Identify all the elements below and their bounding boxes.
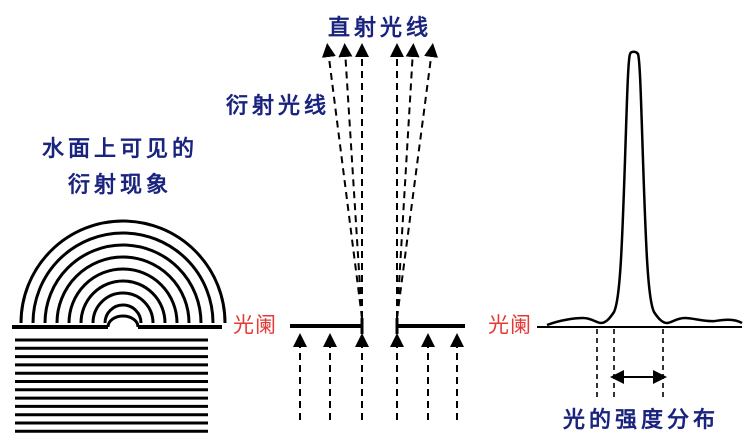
wavefront-arc	[19, 219, 227, 324]
diffracted-ray	[396, 43, 420, 319]
incident-plane-waves	[15, 338, 208, 433]
aperture-label-right: 光阑	[488, 313, 532, 337]
wavefront-arc	[31, 231, 215, 324]
diffracted-wavefronts	[19, 219, 227, 324]
direct-rays-label: 直射光线	[328, 16, 433, 41]
aperture-rays-panel	[290, 43, 465, 420]
diffracted-ray	[321, 43, 363, 319]
diffracted-ray	[396, 43, 439, 319]
diffracted-rays-label: 衍射光线	[226, 94, 331, 119]
wavefront-arc	[79, 279, 167, 324]
wavefront-arc	[103, 303, 143, 324]
water-diffraction-label-line1: 水面上可见的	[42, 137, 199, 162]
wavefront-arc	[43, 243, 203, 324]
intensity-distribution-label: 光的强度分布	[563, 408, 720, 433]
water-diffraction-label-line2: 衍射现象	[68, 173, 173, 198]
intensity-curve	[546, 50, 743, 327]
diffracted-ray	[338, 43, 363, 319]
water-slit-arc	[106, 314, 140, 328]
wavefront-arc	[55, 255, 191, 324]
water-diffraction-panel	[12, 219, 227, 433]
intensity-panel	[537, 50, 743, 398]
wavefront-arc	[67, 267, 179, 324]
aperture-label-middle: 光阑	[233, 313, 277, 337]
wavefront-arc	[91, 291, 155, 324]
light-rays	[293, 43, 464, 420]
